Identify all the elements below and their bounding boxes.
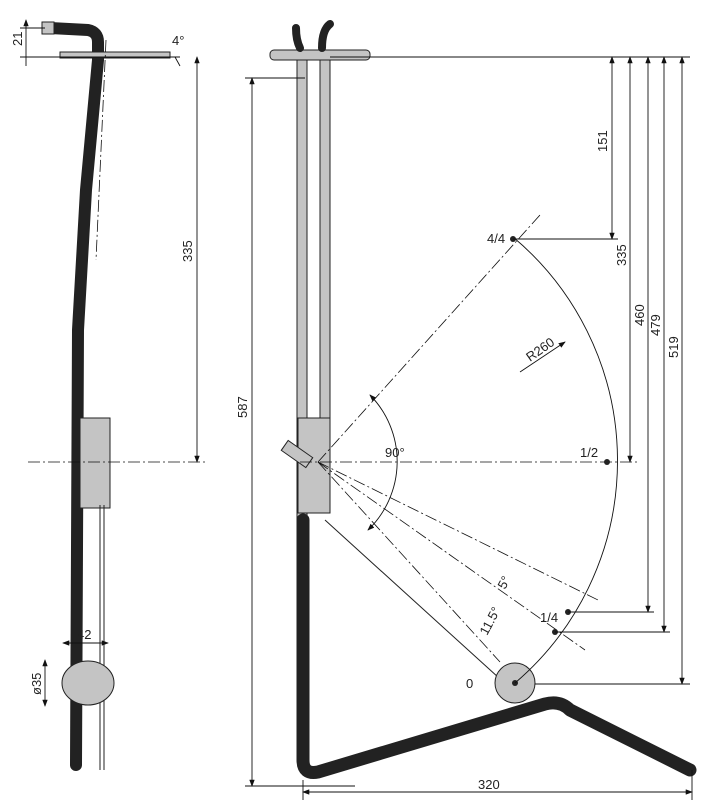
dim-21: 21 xyxy=(10,32,25,46)
dim-335: 335 xyxy=(614,244,629,266)
side-sensor-housing xyxy=(79,417,111,509)
angle-11-5: 11.5° xyxy=(476,604,503,637)
dim-320: 320 xyxy=(478,777,500,792)
dim-4deg: 4° xyxy=(172,33,184,48)
dim-42: 42 xyxy=(77,627,91,642)
dim-519: 519 xyxy=(666,336,681,358)
front-tubes xyxy=(296,59,697,779)
side-float xyxy=(61,660,115,706)
side-view: 21 4° 335 42 ø35 xyxy=(10,19,205,771)
dim-479: 479 xyxy=(648,314,663,336)
front-view: R260 90° 5° 11.5° 4/4 1/2 1/4 0 151 335 … xyxy=(235,20,697,800)
pos-quarter: 1/4 xyxy=(540,610,558,625)
pos-half: 1/2 xyxy=(580,445,598,460)
dim-460: 460 xyxy=(632,304,647,326)
front-flange xyxy=(269,49,371,61)
side-flange xyxy=(59,51,171,59)
pos-full: 4/4 xyxy=(487,231,505,246)
angle-5: 5° xyxy=(494,573,513,591)
dim-151: 151 xyxy=(595,130,610,152)
dim-r260: R260 xyxy=(523,334,557,364)
side-tube xyxy=(44,22,104,771)
dim-dia35: ø35 xyxy=(29,673,44,695)
pos-empty: 0 xyxy=(466,676,473,691)
dim-587: 587 xyxy=(235,396,250,418)
pivot-arm xyxy=(280,439,314,469)
dim-335-side: 335 xyxy=(180,240,195,262)
angle-90: 90° xyxy=(385,445,405,460)
float-arc xyxy=(512,236,618,684)
